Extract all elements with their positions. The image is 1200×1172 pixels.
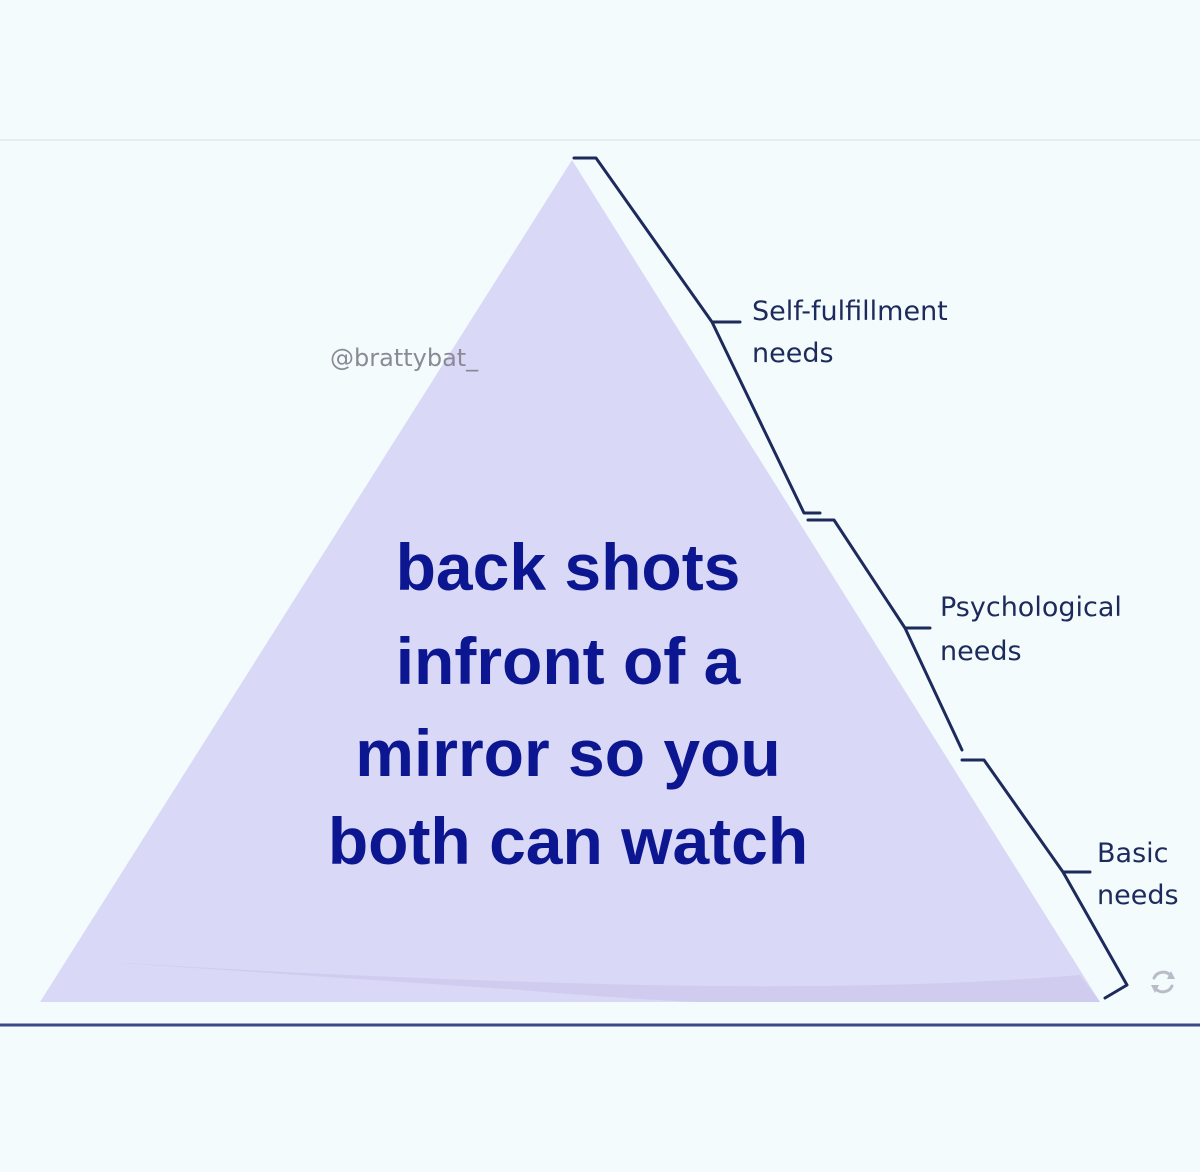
pyramid-text-line-2: infront of a xyxy=(396,624,742,698)
level-label-basic-line2: needs xyxy=(1097,880,1179,911)
level-label-psychological-line1: Psychological xyxy=(940,592,1122,623)
pyramid-text-line-3: mirror so you xyxy=(355,716,780,790)
level-label-basic-line1: Basic xyxy=(1097,838,1168,869)
refresh-icon xyxy=(1151,970,1175,994)
level-label-self-fulfillment-line2: needs xyxy=(752,338,834,369)
level-label-psychological-line2: needs xyxy=(940,636,1022,667)
bracket-self-fulfillment xyxy=(572,156,822,515)
level-label-self-fulfillment-line1: Self-fulfillment xyxy=(752,296,948,327)
watermark: @brattybat_ xyxy=(330,344,479,372)
bracket-psychological xyxy=(806,518,964,752)
pyramid-text-line-4: both can watch xyxy=(328,804,808,878)
pyramid-text-line-1: back shots xyxy=(396,530,741,604)
pyramid xyxy=(40,160,1100,1002)
pyramid-base-shadow xyxy=(75,960,1100,1002)
bracket-basic xyxy=(960,758,1129,1000)
